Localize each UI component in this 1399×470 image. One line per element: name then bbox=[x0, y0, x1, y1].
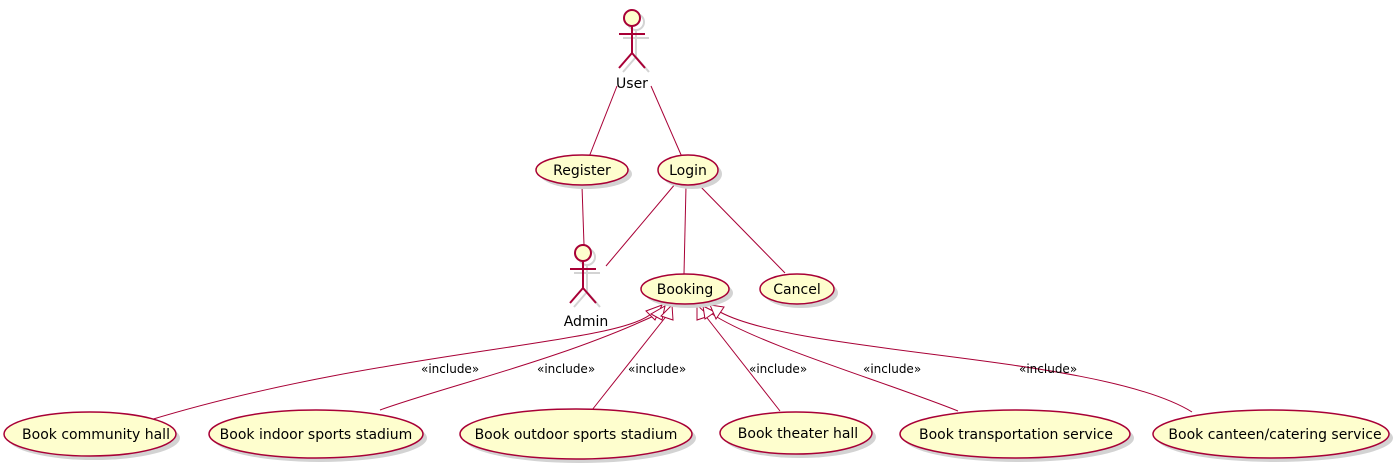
usecase-book-community-hall-label: Book community hall bbox=[22, 427, 170, 443]
usecase-book-transportation-service-label: Book transportation service bbox=[919, 427, 1113, 443]
include-label: «include» bbox=[1019, 362, 1077, 376]
usecase-cancel-label: Cancel bbox=[773, 282, 820, 298]
include-label: «include» bbox=[863, 362, 921, 376]
edge-include-canteen bbox=[719, 311, 1193, 413]
usecase-login[interactable]: Login bbox=[657, 154, 722, 189]
stick-figure-icon bbox=[569, 244, 597, 304]
edge-include-indoor-stadium bbox=[379, 313, 659, 411]
edge-user-register bbox=[588, 85, 618, 158]
usecase-booking[interactable]: Booking bbox=[640, 273, 733, 308]
actor-admin[interactable]: Admin bbox=[564, 244, 609, 330]
actor-admin-label: Admin bbox=[564, 314, 609, 330]
include-label: «include» bbox=[628, 362, 686, 376]
include-arrowhead bbox=[709, 304, 725, 321]
usecase-booking-label: Booking bbox=[657, 282, 714, 298]
include-arrowhead bbox=[660, 303, 674, 321]
edge-login-admin bbox=[605, 182, 677, 267]
actor-user-label: User bbox=[616, 76, 648, 92]
usecase-book-transportation-service[interactable]: Book transportation service bbox=[899, 409, 1134, 462]
actor-user[interactable]: User bbox=[616, 9, 650, 92]
usecase-book-indoor-sports-stadium[interactable]: Book indoor sports stadium bbox=[208, 409, 427, 462]
usecase-cancel[interactable]: Cancel bbox=[759, 273, 838, 308]
edge-include-community-hall bbox=[149, 312, 653, 421]
edge-user-login bbox=[650, 85, 683, 158]
usecase-book-community-hall[interactable]: Book community hall bbox=[3, 411, 180, 460]
edge-login-booking bbox=[683, 185, 687, 275]
usecase-book-canteen-catering-service-label: Book canteen/catering service bbox=[1168, 427, 1381, 443]
usecase-book-outdoor-sports-stadium[interactable]: Book outdoor sports stadium bbox=[459, 408, 696, 463]
usecase-register-label: Register bbox=[553, 163, 611, 179]
stick-figure-icon bbox=[618, 9, 646, 69]
usecase-book-canteen-catering-service[interactable]: Book canteen/catering service bbox=[1152, 409, 1393, 462]
usecase-book-outdoor-sports-stadium-label: Book outdoor sports stadium bbox=[475, 427, 678, 443]
edge-include-outdoor-stadium bbox=[591, 313, 669, 411]
edge-login-cancel bbox=[696, 182, 786, 274]
usecase-book-indoor-sports-stadium-label: Book indoor sports stadium bbox=[220, 427, 413, 443]
usecase-login-label: Login bbox=[669, 163, 707, 179]
usecase-book-theater-hall-label: Book theater hall bbox=[738, 426, 858, 442]
include-arrowhead bbox=[702, 305, 716, 320]
include-label: «include» bbox=[421, 362, 479, 376]
usecase-register[interactable]: Register bbox=[535, 154, 632, 189]
usecase-book-theater-hall[interactable]: Book theater hall bbox=[719, 411, 876, 458]
edge-include-theater-hall bbox=[703, 313, 781, 412]
include-label: «include» bbox=[749, 362, 807, 376]
include-label: «include» bbox=[537, 362, 595, 376]
edge-include-transportation bbox=[711, 313, 959, 412]
edge-register-admin bbox=[581, 185, 585, 246]
